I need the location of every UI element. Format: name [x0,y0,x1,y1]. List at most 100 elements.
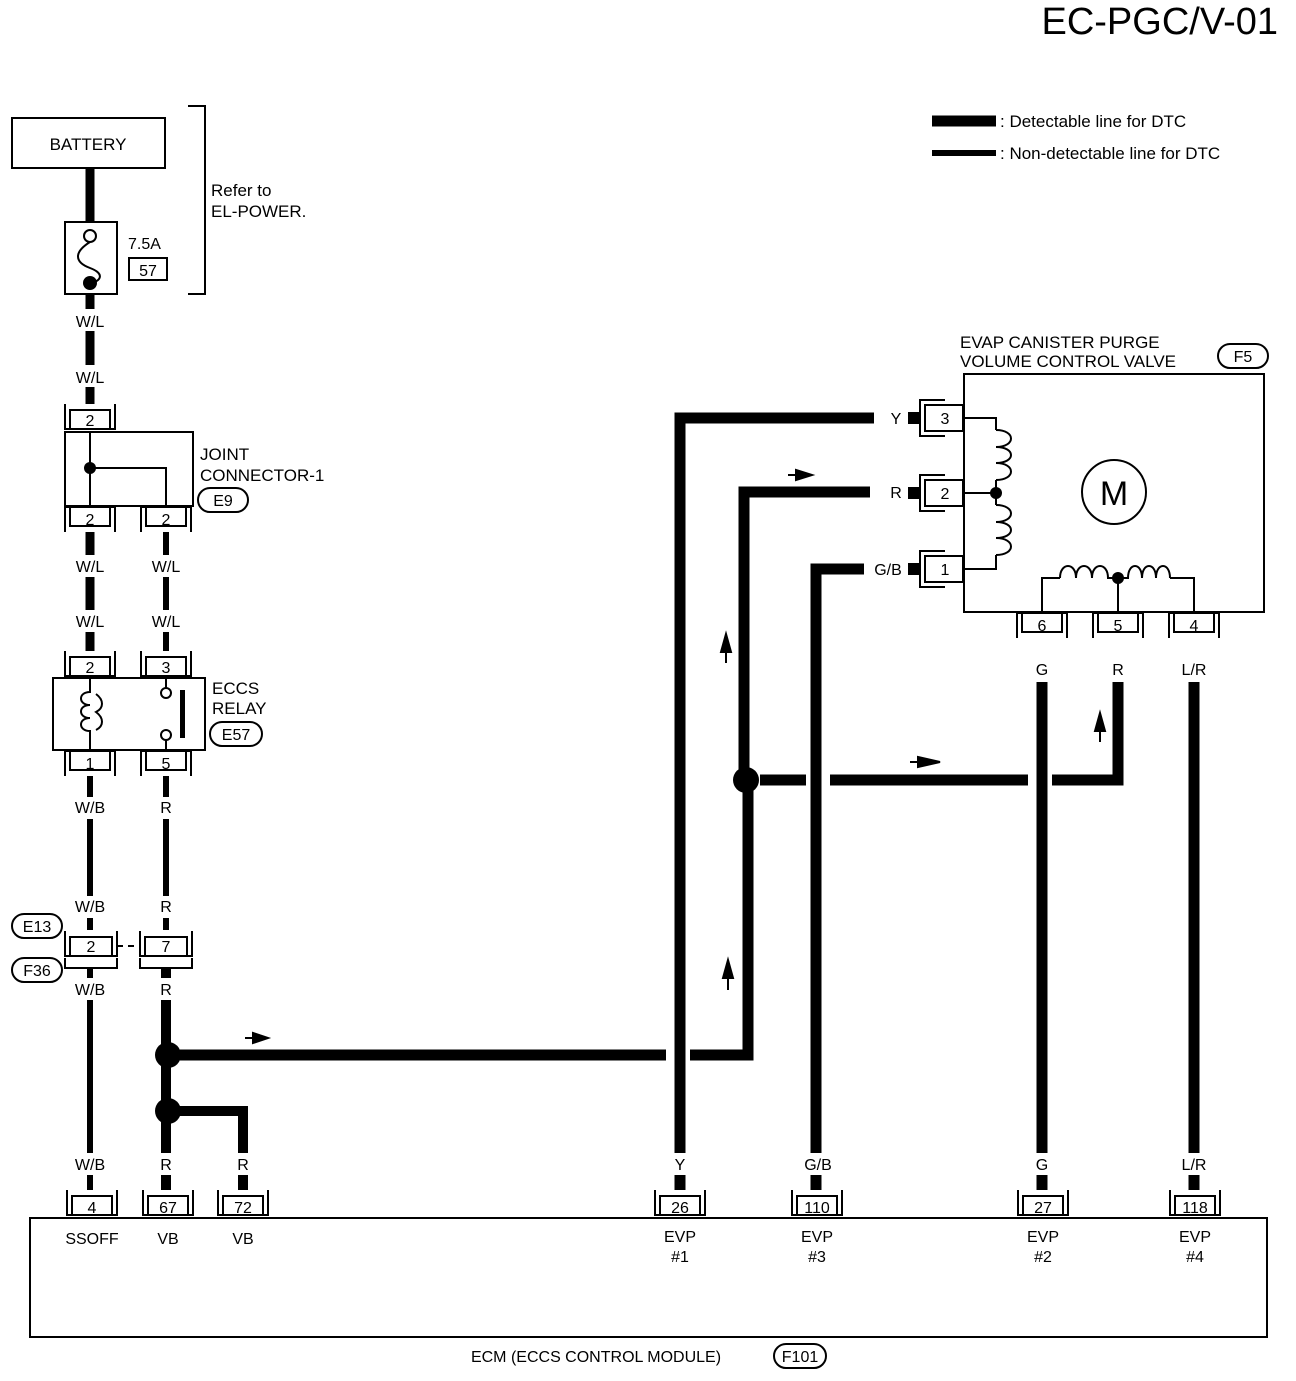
valve-coil-c-icon [1059,565,1118,579]
relay-pin-tl: 2 [86,660,95,677]
valve-pin-5: 5 [1114,618,1123,635]
arrow-up-icon [721,956,735,990]
ecm-pin-4: 4 [88,1200,97,1217]
relay-contact-top [160,687,172,699]
valve-pin-4: 4 [1190,618,1199,635]
wire-label-y-top: Y [891,411,902,428]
ecm-pin-110: 110 [804,1200,830,1217]
relay-pin-bl: 1 [86,756,95,773]
wire-label-g-bot: G [1036,1157,1048,1174]
battery-label: BATTERY [50,135,127,154]
wire-label-wb-3: W/B [75,982,105,999]
wire-label-wb-2: W/B [75,899,105,916]
legend-non-detectable-label: : Non-detectable line for DTC [1000,144,1220,163]
joint-splice [84,462,96,474]
ecm-body [29,1217,1268,1338]
ecm-term-evp4: EVP [1179,1229,1211,1246]
wire-label-r-2: R [160,899,172,916]
wire-label-wl-1: W/L [76,314,105,331]
harness-pin-right: 7 [162,939,171,956]
ecm-term-vb-72: VB [232,1231,253,1248]
wire-r-feed-up [738,486,870,780]
wire-label-r-5: R [237,1157,249,1174]
joint-connector: 2 2 2 JOINT CONNECTOR-1 E9 [64,403,324,533]
arrow-up-icon [1093,709,1107,742]
ecm-pin-72: 72 [234,1200,252,1217]
valve-coil-bottom-tap [1112,572,1124,584]
relay-pin-tr: 3 [162,660,171,677]
joint-label-1: JOINT [200,445,249,464]
fuse-number-box [128,257,168,281]
fuse-rating: 7.5A [128,236,161,253]
ecm-term-evp3-num: #3 [808,1249,826,1266]
harness-pin-left: 2 [87,939,96,956]
wire-label-lr-bot: L/R [1182,1157,1207,1174]
valve-coil-center-tap [990,487,1002,499]
valve-coil-b-icon [995,504,1012,556]
fuse-element-icon [77,241,101,284]
relay-pin-br: 5 [162,756,171,773]
valve-pin-6: 6 [1038,618,1047,635]
valve-coil-d-icon [1118,565,1171,579]
splice-r-upper [155,1042,181,1068]
harness-id-top: E13 [23,919,52,936]
joint-pin-br: 2 [162,512,171,529]
relay-label-1: ECCS [212,679,259,698]
relay-contact-bottom [160,729,172,741]
wire-label-r-3: R [160,982,172,999]
refer-bracket: Refer to EL-POWER. [188,105,306,295]
valve-pin-2: 2 [941,486,950,503]
wire-label-r-top: R [890,485,902,502]
joint-pin-top: 2 [86,413,95,430]
wire-label-wl-2: W/L [76,370,105,387]
legend: : Detectable line for DTC : Non-detectab… [932,112,1220,163]
ecm-pin-118: 118 [1182,1200,1208,1217]
relay-switch-bar [180,690,185,738]
splice-r-lower [155,1098,181,1124]
evap-valve-id: F5 [1234,349,1253,366]
ecm-id: F101 [782,1349,819,1366]
evap-valve-label-1: EVAP CANISTER PURGE [960,333,1160,352]
wire-gb-evp3 [810,563,864,1190]
harness-id-bottom: F36 [23,963,51,980]
relay-coil-icon [80,678,91,750]
joint-id: E9 [213,493,233,510]
wire-label-y-bot: Y [675,1157,686,1174]
wire-label-r-1: R [160,800,172,817]
valve-pin-3: 3 [941,411,950,428]
joint-pin-bl: 2 [86,512,95,529]
joint-label-2: CONNECTOR-1 [200,466,324,485]
motor-label: M [1100,475,1128,513]
relay-label-2: RELAY [212,699,267,718]
ecm-term-evp2-num: #2 [1034,1249,1052,1266]
relay-coil-contour [94,693,103,731]
wire-label-r-valve: R [1112,662,1124,679]
arrow-right-icon [788,468,816,482]
valve-coil-a-icon [995,429,1012,481]
ecm-term-evp1: EVP [664,1229,696,1246]
ecm-term-evp3: EVP [801,1229,833,1246]
evap-valve-id-badge [1217,343,1269,369]
refer-text-2: EL-POWER. [211,202,306,221]
battery: BATTERY [11,117,166,169]
ecm-term-vb-67: VB [157,1231,178,1248]
evap-valve: EVAP CANISTER PURGE VOLUME CONTROL VALVE… [919,333,1269,639]
ecm-id-badge [773,1343,827,1369]
ecm-pin-67: 67 [159,1200,177,1217]
ecm-term-evp2: EVP [1027,1229,1059,1246]
wire-label-g-valve: G [1036,662,1048,679]
fuse-bottom-terminal [83,276,97,290]
relay-body [52,677,206,751]
flow-arrows [245,468,1107,1045]
ecm-term-evp4-num: #4 [1186,1249,1204,1266]
wire-label-r-4: R [160,1157,172,1174]
wire-label-wl-6: W/L [152,614,181,631]
legend-detectable-label: : Detectable line for DTC [1000,112,1186,131]
ecm-term-evp1-num: #1 [671,1249,689,1266]
fuse-number: 57 [139,263,157,280]
wire-label-wb-4: W/B [75,1157,105,1174]
relay-id-badge [209,721,263,747]
wire-r-feed-to-pin5 [760,682,1124,786]
